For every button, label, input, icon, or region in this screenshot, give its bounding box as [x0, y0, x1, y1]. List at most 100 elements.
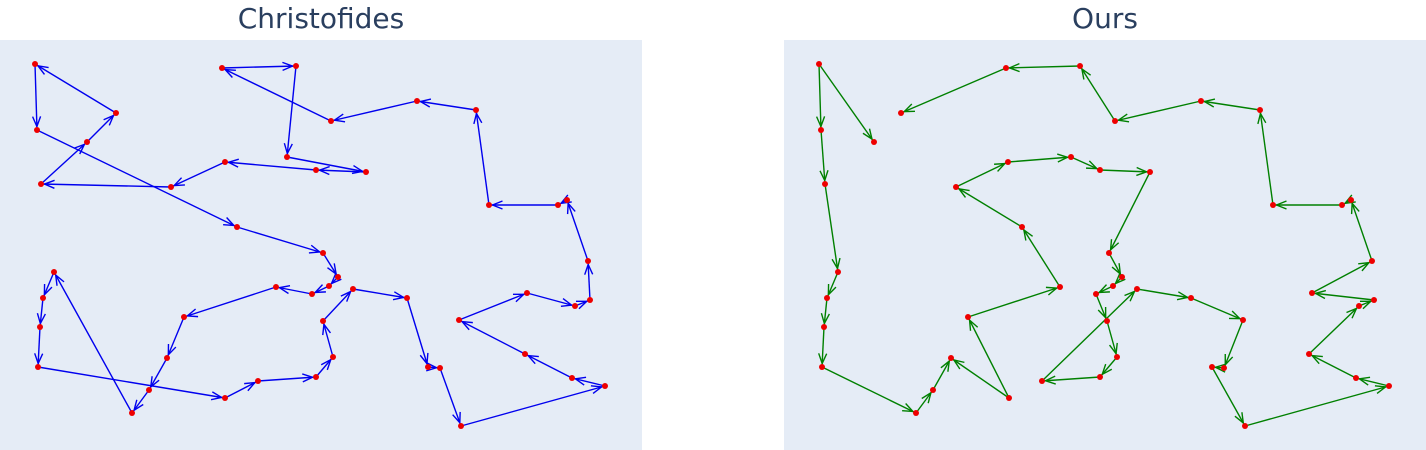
tour-edge	[40, 179, 172, 189]
city-node	[1257, 107, 1263, 113]
tour-edge	[34, 63, 117, 114]
city-node	[965, 314, 971, 320]
tour-edge	[1114, 100, 1202, 123]
tour-edge	[439, 367, 462, 427]
tour-edge	[1095, 284, 1114, 295]
tour-edge	[275, 284, 313, 295]
city-node	[38, 181, 44, 187]
tour-edge	[584, 260, 594, 301]
city-node	[524, 290, 530, 296]
city-node	[1306, 351, 1312, 357]
tour-edge	[819, 129, 829, 185]
city-node	[273, 284, 279, 290]
tour-edge	[1005, 62, 1081, 73]
city-node	[1068, 154, 1074, 160]
tour-edge	[1244, 385, 1390, 427]
city-node	[1057, 284, 1063, 290]
tour-edge	[352, 288, 408, 301]
city-node	[363, 169, 369, 175]
tour-edge	[1308, 353, 1357, 379]
tour-edge	[183, 286, 277, 318]
city-node	[37, 324, 43, 330]
tour-edge	[915, 389, 934, 414]
tour-edge	[458, 319, 526, 355]
city-node	[313, 167, 319, 173]
christofides-panel: Christofides	[0, 0, 642, 450]
tour-edge	[1355, 376, 1390, 387]
city-node	[181, 314, 187, 320]
city-node	[1119, 274, 1125, 280]
city-node	[602, 383, 608, 389]
tour-edge	[1095, 293, 1108, 322]
city-node	[555, 202, 561, 208]
tour-edge	[900, 67, 1007, 114]
city-node	[1106, 250, 1112, 256]
city-node	[473, 107, 479, 113]
tour-edge	[315, 165, 367, 176]
city-node	[129, 410, 135, 416]
tour-edge	[1041, 375, 1101, 385]
tour-edge	[1311, 289, 1375, 301]
tour-edge	[166, 316, 185, 359]
tour-edge	[86, 112, 117, 143]
tour-edge	[224, 158, 317, 171]
city-node	[404, 295, 410, 301]
tour-edge	[932, 357, 952, 391]
city-node	[1006, 395, 1012, 401]
tour-edge	[37, 366, 226, 401]
tour-edge	[42, 271, 55, 299]
city-node	[320, 250, 326, 256]
tour-edge	[1273, 200, 1342, 210]
city-node	[1209, 364, 1215, 370]
christofides-plot	[0, 40, 642, 450]
city-node	[572, 303, 578, 309]
city-node	[1003, 65, 1009, 71]
tour-edge	[955, 186, 1023, 228]
city-node	[40, 295, 46, 301]
tour-edge	[1070, 156, 1101, 171]
tour-edge	[460, 385, 606, 427]
city-node	[1309, 290, 1315, 296]
city-node	[414, 98, 420, 104]
tour-edge	[224, 380, 259, 399]
city-node	[168, 184, 174, 190]
tour-edge	[818, 63, 875, 143]
city-node	[350, 286, 356, 292]
ours-plot	[784, 40, 1426, 450]
tour-edge	[489, 200, 558, 210]
tour-edge	[148, 357, 168, 391]
city-node	[1242, 423, 1248, 429]
city-node	[1221, 365, 1227, 371]
tour-edge	[283, 65, 297, 158]
tour-edge	[31, 63, 42, 131]
city-node	[824, 295, 830, 301]
tour-edge	[330, 100, 418, 123]
city-node	[1371, 297, 1377, 303]
tour-edge	[1136, 288, 1192, 301]
city-node	[930, 387, 936, 393]
city-node	[330, 354, 336, 360]
tour-edge	[315, 356, 334, 378]
city-node	[948, 355, 954, 361]
tour-edge	[967, 286, 1061, 318]
tour-edge	[1099, 356, 1118, 378]
city-node	[320, 318, 326, 324]
tour-edge	[967, 316, 1010, 399]
tour-edge	[40, 141, 88, 185]
city-node	[1240, 317, 1246, 323]
tour-edge	[1041, 288, 1138, 382]
city-node	[569, 375, 575, 381]
city-node	[425, 364, 431, 370]
tour-edge	[1007, 153, 1072, 163]
city-node	[1356, 303, 1362, 309]
city-node	[1104, 318, 1110, 324]
city-node	[816, 61, 822, 67]
tour-edge	[1350, 199, 1373, 262]
tour-edge	[36, 129, 238, 228]
city-node	[437, 365, 443, 371]
city-node	[456, 317, 462, 323]
city-node	[587, 297, 593, 303]
city-node	[1019, 224, 1025, 230]
city-node	[1270, 202, 1276, 208]
tour-edge	[950, 357, 1010, 399]
